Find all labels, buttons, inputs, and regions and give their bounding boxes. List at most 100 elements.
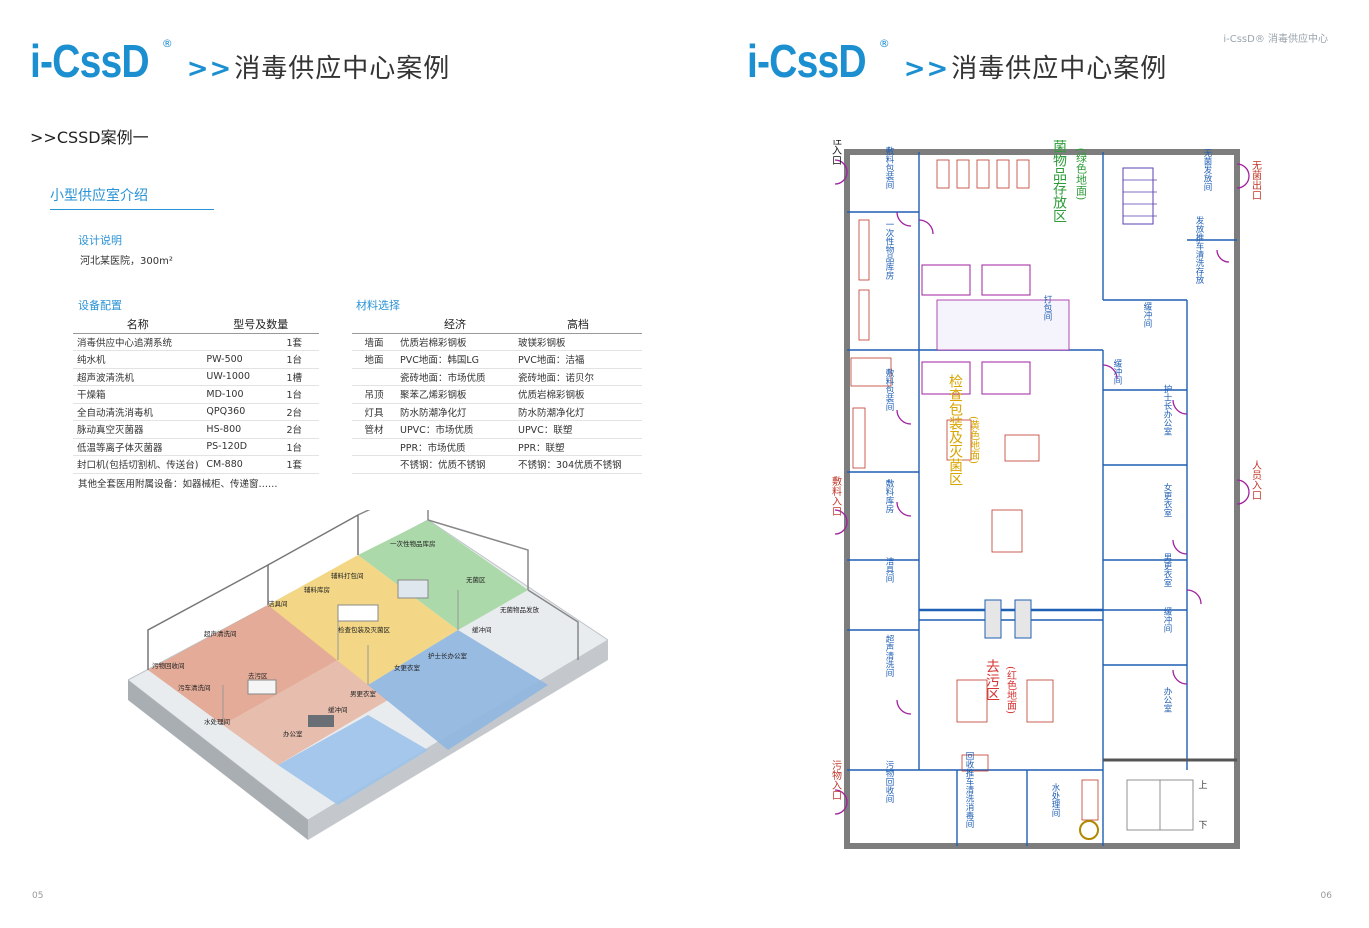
water-unit (1081, 779, 1099, 821)
iso-label: 洁具间 (268, 599, 288, 608)
zone-floor-decon: (红色地面) (1005, 666, 1017, 714)
door-swing (1216, 249, 1230, 263)
room-label: 男更衣室 (1162, 553, 1172, 587)
wall (427, 519, 529, 590)
design-text: 河北某医院，300m² (80, 256, 173, 267)
zone-staff (368, 630, 548, 750)
room-label: 水处理间 (1050, 782, 1060, 818)
floor-plan: 无菌物品存放区 (绿色地面) 检查包装及灭菌区 (黄色地面) 去污区 (红色地面… (830, 140, 1262, 849)
table-cell: 优质岩棉彩钢板 (396, 333, 514, 351)
zone-decon (148, 605, 338, 725)
design-heading: 设计说明 (78, 234, 122, 247)
table-cell: 2台 (282, 420, 319, 439)
equipment-heading: 设备配置 (78, 299, 122, 312)
base-slab-side (128, 680, 308, 840)
iso-label: 缓冲间 (328, 705, 348, 714)
shelf (996, 159, 1010, 189)
table-cell: 吊顶 (352, 385, 396, 404)
table-cell: 纯水机 (73, 350, 203, 369)
title-arrows: >> (186, 54, 233, 84)
iso-label: 无菌物品发放 (500, 605, 540, 614)
room-label: 女更衣室 (1162, 482, 1172, 517)
table-header: 经济 (396, 316, 514, 334)
page-number-left: 05 (32, 891, 44, 901)
table-cell: PPR：联塑 (514, 438, 642, 456)
table-cell: 脉动真空灭菌器 (73, 420, 203, 439)
table-cell: PPR：市场优质 (396, 438, 514, 456)
door-swing (1172, 539, 1188, 555)
door-swing (834, 159, 848, 185)
table-cell: 1台 (282, 350, 319, 369)
zone-floor-sterile: (绿色地面) (1075, 148, 1088, 201)
table-cell: 干燥箱 (73, 385, 203, 404)
table-cell: 消毒供应中心追溯系统 (73, 333, 203, 351)
zone-sterile (358, 520, 528, 630)
entry-label: 污物入口 (830, 760, 842, 800)
table-cell: UPVC：市场优质 (396, 420, 514, 439)
page-title: >>消毒供应中心案例 (187, 56, 451, 84)
equipment-block (337, 604, 379, 622)
iso-label: 去污区 (248, 671, 268, 680)
zone-label-sterile: 无菌物品存放区 (1051, 140, 1067, 223)
table-cell: 管材 (352, 420, 396, 439)
table-cell: 优质岩棉彩钢板 (514, 385, 642, 404)
pass-through-washer (1014, 599, 1032, 639)
room-label: 敷料库房 (884, 478, 894, 514)
registered-mark: ® (161, 37, 173, 50)
iso-label: 超声清洗间 (204, 629, 237, 638)
door-swing (1236, 163, 1250, 189)
door-swing (834, 789, 848, 815)
wall (357, 510, 429, 520)
table-cell: 防水防潮净化灯 (396, 403, 514, 421)
room-label: 无菌发放间 (1202, 149, 1212, 192)
room-label: 洁具间 (884, 557, 894, 584)
table-cell: 1台 (282, 438, 319, 456)
iso-label: 女更衣室 (394, 663, 421, 672)
workbench (1004, 434, 1040, 462)
brand-header-left: i-CssD ® >>消毒供应中心案例 (30, 37, 451, 84)
table-cell: 不锈钢：优质不锈钢 (396, 455, 514, 474)
shelf (1016, 159, 1030, 189)
table-cell: PVC地面：韩国LG (396, 350, 514, 369)
equipment-block (397, 579, 429, 599)
table-header (352, 316, 396, 334)
iso-label: 辅料库房 (304, 585, 330, 594)
table-cell: UW-1000 (202, 368, 283, 386)
table-cell: MD-100 (202, 385, 283, 404)
room-label: 污物回收间 (884, 760, 894, 804)
room-label: 护士长办公室 (1162, 384, 1172, 436)
zone-floor-inspect: (黄色地面) (968, 416, 980, 464)
door-swing (896, 409, 912, 425)
dispatch-rack (1122, 167, 1154, 225)
table-cell: 防水防潮净化灯 (514, 403, 642, 421)
door-swing (834, 509, 848, 535)
entry-label: 敷料入口 (830, 475, 842, 516)
exit-label: 无菌出口 (1250, 160, 1262, 200)
table-cell: HS-800 (202, 420, 283, 439)
washer-disinfector (981, 264, 1031, 296)
table-cell: 1槽 (282, 368, 319, 386)
running-head: i-CssD® 消毒供应中心 (1223, 34, 1328, 45)
door-swing (896, 699, 912, 715)
door-swing (896, 501, 912, 517)
door-swing (1172, 399, 1188, 415)
page-title: >>消毒供应中心案例 (904, 56, 1168, 84)
stairs-up-label: 上 (1198, 780, 1207, 791)
room-label: 回收推车清洗消毒间 (964, 752, 974, 829)
table-cell: 1套 (282, 455, 319, 474)
workbench (1026, 679, 1054, 723)
door-swing (1236, 479, 1250, 505)
room-label: 缓冲间 (1112, 359, 1122, 386)
door-swing (1172, 669, 1188, 685)
zone-office (223, 660, 388, 765)
room-label: 缓冲间 (1162, 607, 1172, 634)
case-title: >>CSSD案例一 (30, 128, 149, 147)
room-label: 缓冲间 (1142, 302, 1152, 329)
sterilizer (921, 361, 971, 395)
